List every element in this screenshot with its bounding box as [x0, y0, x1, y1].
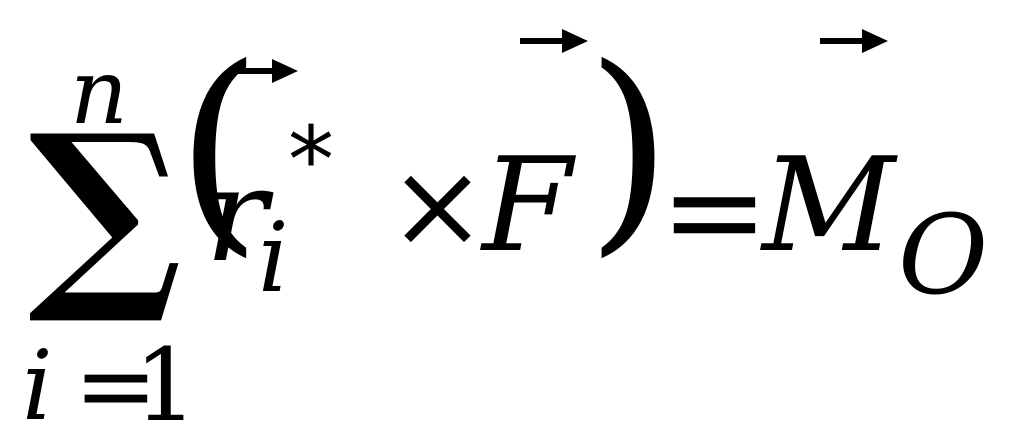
r-superscript: *: [288, 107, 334, 214]
sum-lower-equals: =: [74, 327, 158, 444]
cross-product: ×: [388, 136, 487, 274]
force-vector-symbol: F: [482, 129, 573, 281]
right-parenthesis: ): [586, 20, 672, 276]
summation-symbol: ∑: [28, 90, 183, 330]
F-vector-arrow-icon: [520, 29, 588, 53]
moment-subscript: O: [898, 191, 989, 319]
r-vector-arrow-icon: [230, 59, 298, 83]
M-vector-arrow-icon: [820, 29, 888, 53]
sum-lower-value: 1: [134, 327, 198, 444]
r-subscript: i: [258, 202, 289, 314]
sum-upper-limit: n: [70, 40, 128, 145]
sum-lower-index: i: [22, 330, 53, 442]
left-parenthesis: (: [176, 20, 262, 276]
moment-vector-symbol: M: [762, 129, 896, 281]
r-vector-symbol: r: [205, 139, 268, 291]
equals-sign: =: [660, 135, 769, 287]
